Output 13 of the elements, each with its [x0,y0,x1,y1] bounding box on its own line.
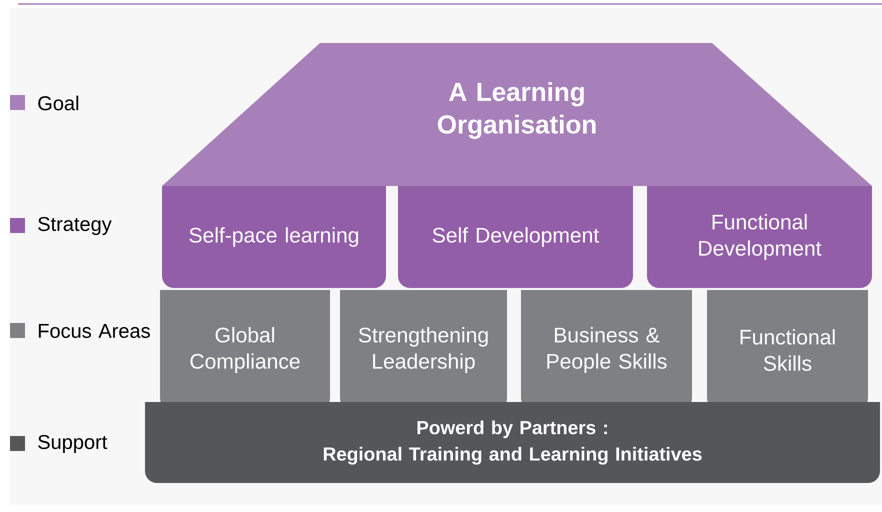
focus-area-box: Functional Skills [707,290,868,410]
legend-label: Focus Areas [38,324,150,338]
legend-label: Support [38,434,108,454]
strategy-box: Self Development [398,186,633,288]
strategy-box: Self-pace learning [162,186,386,288]
legend-label: Strategy [38,216,112,236]
goal-trapezoid: A Learning Organisation [162,43,872,186]
legend-label: Goal [38,96,78,110]
focus-area-box: Strengthening Leadership [340,290,507,410]
strategy-box: Functional Development [647,186,872,288]
focus-area-box: Global Compliance [160,290,330,410]
focus-area-box: Business & People Skills [521,290,692,410]
support-bar: Powerd by Partners : Regional Training and Learning Initiatives [145,402,880,483]
